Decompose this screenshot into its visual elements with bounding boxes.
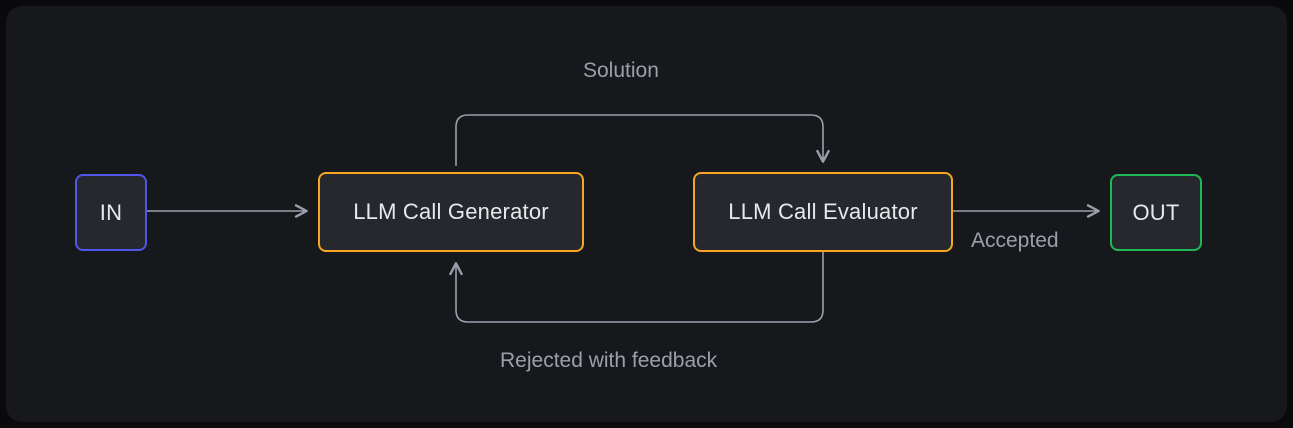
diagram-canvas: IN LLM Call Generator LLM Call Evaluator… [6, 6, 1287, 422]
node-out[interactable]: OUT [1110, 174, 1202, 251]
edge-label-accepted: Accepted [971, 229, 1059, 252]
node-out-label: OUT [1132, 199, 1180, 225]
edge-label-rejected-with-feedback: Rejected with feedback [500, 349, 718, 372]
node-llm-call-generator[interactable]: LLM Call Generator [318, 172, 584, 252]
edge-generator-to-evaluator [455, 114, 830, 166]
edge-evaluator-to-generator [449, 252, 824, 323]
node-in-label: IN [99, 199, 123, 225]
node-llm-call-evaluator[interactable]: LLM Call Evaluator [693, 172, 953, 252]
edge-label-solution: Solution [583, 59, 659, 82]
node-in[interactable]: IN [75, 174, 147, 251]
node-generator-label: LLM Call Generator [353, 199, 549, 224]
node-evaluator-label: LLM Call Evaluator [728, 199, 918, 224]
